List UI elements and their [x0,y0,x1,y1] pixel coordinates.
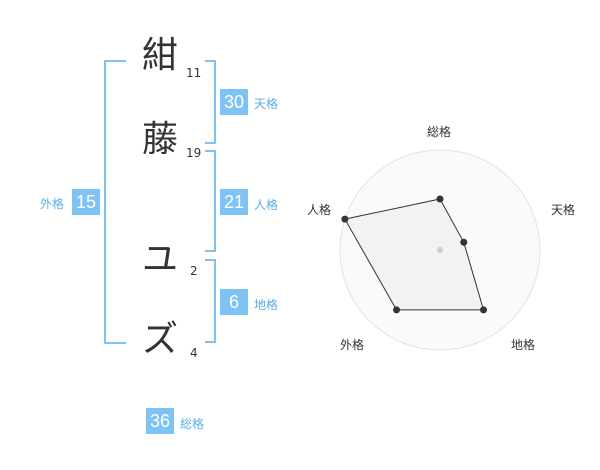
stroke-count-4: 4 [190,346,198,360]
radar-label-jinkaku: 人格 [307,203,332,217]
soukaku-label: 総格 [180,417,205,431]
radar-label-tenkaku: 天格 [551,203,576,217]
radar-label-gaikaku: 外格 [340,338,365,352]
radar-center-dot [437,247,443,253]
tenkaku-bracket [205,60,216,144]
radar-chart [339,149,541,351]
stroke-count-3: 2 [190,264,198,278]
gaikaku-bracket [104,60,126,344]
soukaku-value: 36 [146,408,174,434]
radar-point-2 [460,238,468,246]
radar-label-chikaku: 地格 [511,338,536,352]
name-char-1: 紺 [141,35,178,76]
name-char-3: ユ [141,239,178,280]
chikaku-value: 6 [220,289,248,315]
radar-label-soukaku: 総格 [427,125,452,139]
chikaku-label: 地格 [254,298,279,312]
stroke-count-1: 11 [186,66,202,80]
radar-point-3 [479,306,487,314]
radar-point-1 [436,195,444,203]
jinkaku-value: 21 [220,189,248,215]
jinkaku-label: 人格 [254,198,279,212]
jinkaku-bracket [205,150,216,252]
radar-point-4 [393,306,401,314]
chikaku-bracket [205,259,216,343]
tenkaku-value: 30 [220,89,248,115]
gaikaku-value: 15 [72,189,100,215]
name-char-4: ズ [141,319,178,360]
stroke-count-2: 19 [186,146,202,160]
gaikaku-label: 外格 [40,197,65,211]
radar-point-5 [341,215,349,223]
name-char-2: 藤 [141,119,178,160]
radar-polygon [344,198,485,311]
radar-points [341,195,487,314]
tenkaku-label: 天格 [254,97,279,111]
